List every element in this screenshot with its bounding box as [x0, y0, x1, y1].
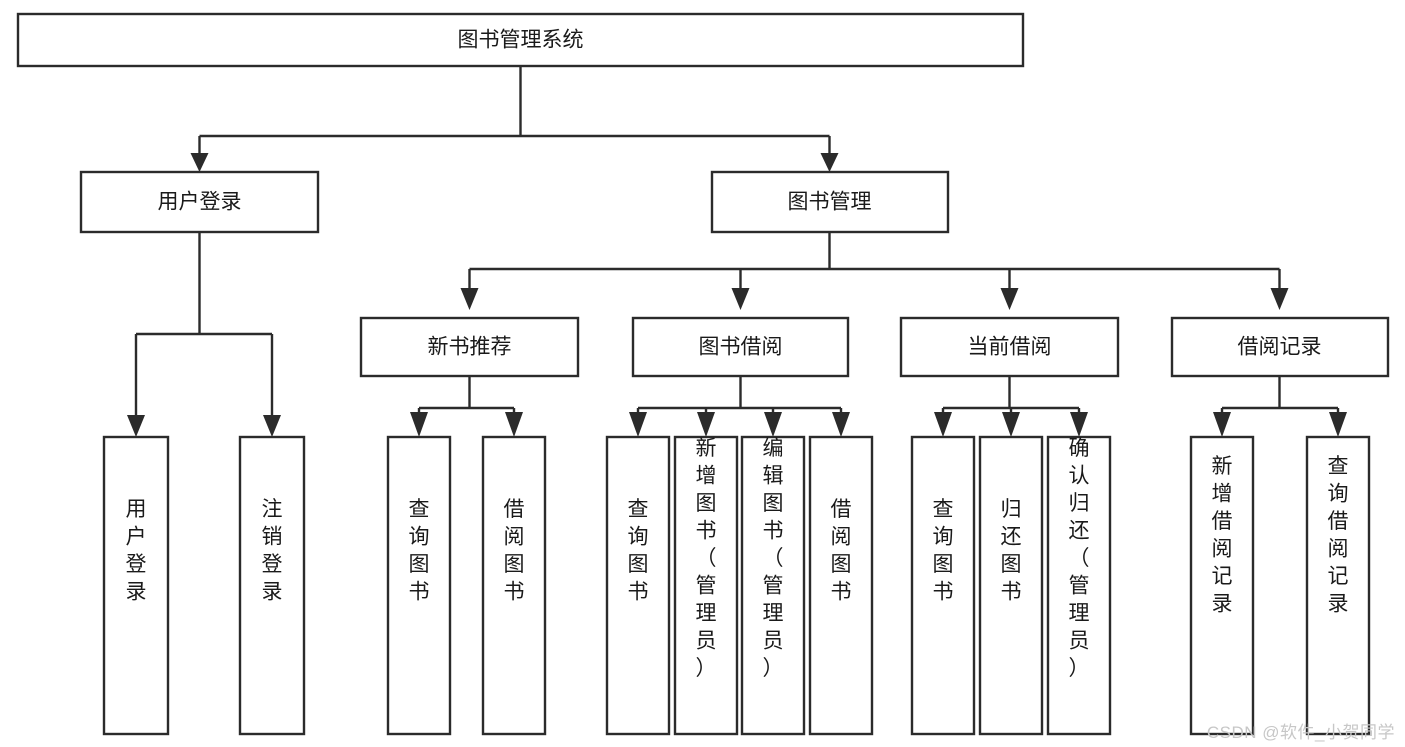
node-user-login-box[interactable]: [79, 170, 320, 234]
leaf-book-borrow-3-label: 编辑图书（管理员）: [763, 437, 784, 680]
leaf-book-borrow-4[interactable]: 借阅图书: [808, 435, 874, 736]
node-new-book-recommend-label: 新书推荐: [428, 336, 512, 359]
leaf-book-borrow-3-box[interactable]: [740, 435, 806, 736]
arrow-borrow-leaf-3-icon: [764, 412, 782, 437]
leaf-book-borrow-2-label: 新增图书（管理员）: [696, 437, 717, 680]
node-new-book-recommend[interactable]: 新书推荐: [359, 316, 580, 378]
leaf-borrow-record-2[interactable]: 查询借阅记录: [1305, 435, 1371, 736]
leaf-new-book-1[interactable]: 查询图书: [386, 435, 452, 736]
leaf-book-borrow-2[interactable]: 新增图书（管理员）: [673, 435, 739, 736]
leaf-borrow-record-1[interactable]: 新增借阅记录: [1189, 435, 1255, 736]
leaf-new-book-2[interactable]: 借阅图书: [481, 435, 547, 736]
leaf-new-book-2-label: 借阅图书: [504, 498, 525, 604]
leaf-borrow-record-2-label: 查询借阅记录: [1328, 455, 1349, 616]
node-root[interactable]: 图书管理系统: [16, 12, 1025, 68]
node-book-management[interactable]: 图书管理: [710, 170, 950, 234]
leaf-user-login-1-label: 用户登录: [126, 498, 147, 604]
node-book-borrow[interactable]: 图书借阅: [631, 316, 850, 378]
leaf-user-login-2-label: 注销登录: [262, 498, 283, 604]
leaf-book-borrow-2-box[interactable]: [673, 435, 739, 736]
node-book-management-label: 图书管理: [788, 191, 872, 214]
arrow-record-leaf-1-icon: [1213, 412, 1231, 437]
leaf-user-login-1[interactable]: 用户登录: [102, 435, 170, 736]
arrow-new-book-leaf-1-icon: [410, 412, 428, 437]
leaf-current-borrow-2-box[interactable]: [978, 435, 1044, 736]
arrow-borrow-leaf-2-icon: [697, 412, 715, 437]
leaf-current-borrow-3-label: 确认归还（管理员）: [1069, 437, 1090, 680]
node-borrow-record-box[interactable]: [1170, 316, 1390, 378]
leaf-book-borrow-4-label: 借阅图书: [831, 498, 852, 604]
node-user-login[interactable]: 用户登录: [79, 170, 320, 234]
leaf-user-login-1-box[interactable]: [102, 435, 170, 736]
node-current-borrow-box[interactable]: [899, 316, 1120, 378]
leaf-book-borrow-1-label: 查询图书: [628, 498, 649, 604]
node-borrow-record-label: 借阅记录: [1238, 336, 1322, 359]
node-root-label: 图书管理系统: [458, 29, 584, 52]
node-current-borrow-label: 当前借阅: [968, 336, 1052, 359]
arrow-current-leaf-2-icon: [1002, 412, 1020, 437]
arrow-book-mgmt-to-current-icon: [1000, 288, 1019, 310]
arrow-current-leaf-1-icon: [934, 412, 952, 437]
node-current-borrow[interactable]: 当前借阅: [899, 316, 1120, 378]
leaf-current-borrow-1[interactable]: 查询图书: [910, 435, 976, 736]
arrow-user-login-leaf-1-icon: [127, 415, 145, 437]
arrow-root-to-book-mgmt-icon: [820, 153, 839, 172]
arrow-record-leaf-2-icon: [1329, 412, 1347, 437]
leaf-current-borrow-2[interactable]: 归还图书: [978, 435, 1044, 736]
leaf-current-borrow-1-label: 查询图书: [933, 498, 954, 604]
node-book-management-box[interactable]: [710, 170, 950, 234]
leaf-new-book-2-box[interactable]: [481, 435, 547, 736]
leaf-new-book-1-box[interactable]: [386, 435, 452, 736]
leaf-book-borrow-3[interactable]: 编辑图书（管理员）: [740, 435, 806, 736]
leaf-borrow-record-1-label: 新增借阅记录: [1212, 455, 1233, 616]
leaf-book-borrow-1-box[interactable]: [605, 435, 671, 736]
node-book-borrow-label: 图书借阅: [699, 336, 783, 359]
node-user-login-label: 用户登录: [158, 191, 242, 214]
arrow-user-login-leaf-2-icon: [263, 415, 281, 437]
leaf-book-borrow-1[interactable]: 查询图书: [605, 435, 671, 736]
leaf-borrow-record-2-box[interactable]: [1305, 435, 1371, 736]
arrow-borrow-leaf-4-icon: [832, 412, 850, 437]
node-new-book-recommend-box[interactable]: [359, 316, 580, 378]
leaf-borrow-record-1-box[interactable]: [1189, 435, 1255, 736]
arrow-book-mgmt-to-record-icon: [1270, 288, 1289, 310]
leaf-user-login-2-box[interactable]: [238, 435, 306, 736]
arrow-book-mgmt-to-borrow-icon: [731, 288, 750, 310]
leaf-book-borrow-4-box[interactable]: [808, 435, 874, 736]
connector-layer: [127, 66, 1347, 437]
leaf-new-book-1-label: 查询图书: [409, 498, 430, 604]
leaf-current-borrow-1-box[interactable]: [910, 435, 976, 736]
leaf-current-borrow-3-box[interactable]: [1046, 435, 1112, 736]
node-root-box[interactable]: [16, 12, 1025, 68]
node-borrow-record[interactable]: 借阅记录: [1170, 316, 1390, 378]
arrow-book-mgmt-to-new-book-icon: [460, 288, 479, 310]
leaf-user-login-2[interactable]: 注销登录: [238, 435, 306, 736]
leaf-current-borrow-2-label: 归还图书: [1001, 498, 1022, 604]
arrow-new-book-leaf-2-icon: [505, 412, 523, 437]
arrow-root-to-user-login-icon: [190, 153, 209, 172]
leaf-current-borrow-3[interactable]: 确认归还（管理员）: [1046, 435, 1112, 736]
arrow-current-leaf-3-icon: [1070, 412, 1088, 437]
arrow-borrow-leaf-1-icon: [629, 412, 647, 437]
node-book-borrow-box[interactable]: [631, 316, 850, 378]
